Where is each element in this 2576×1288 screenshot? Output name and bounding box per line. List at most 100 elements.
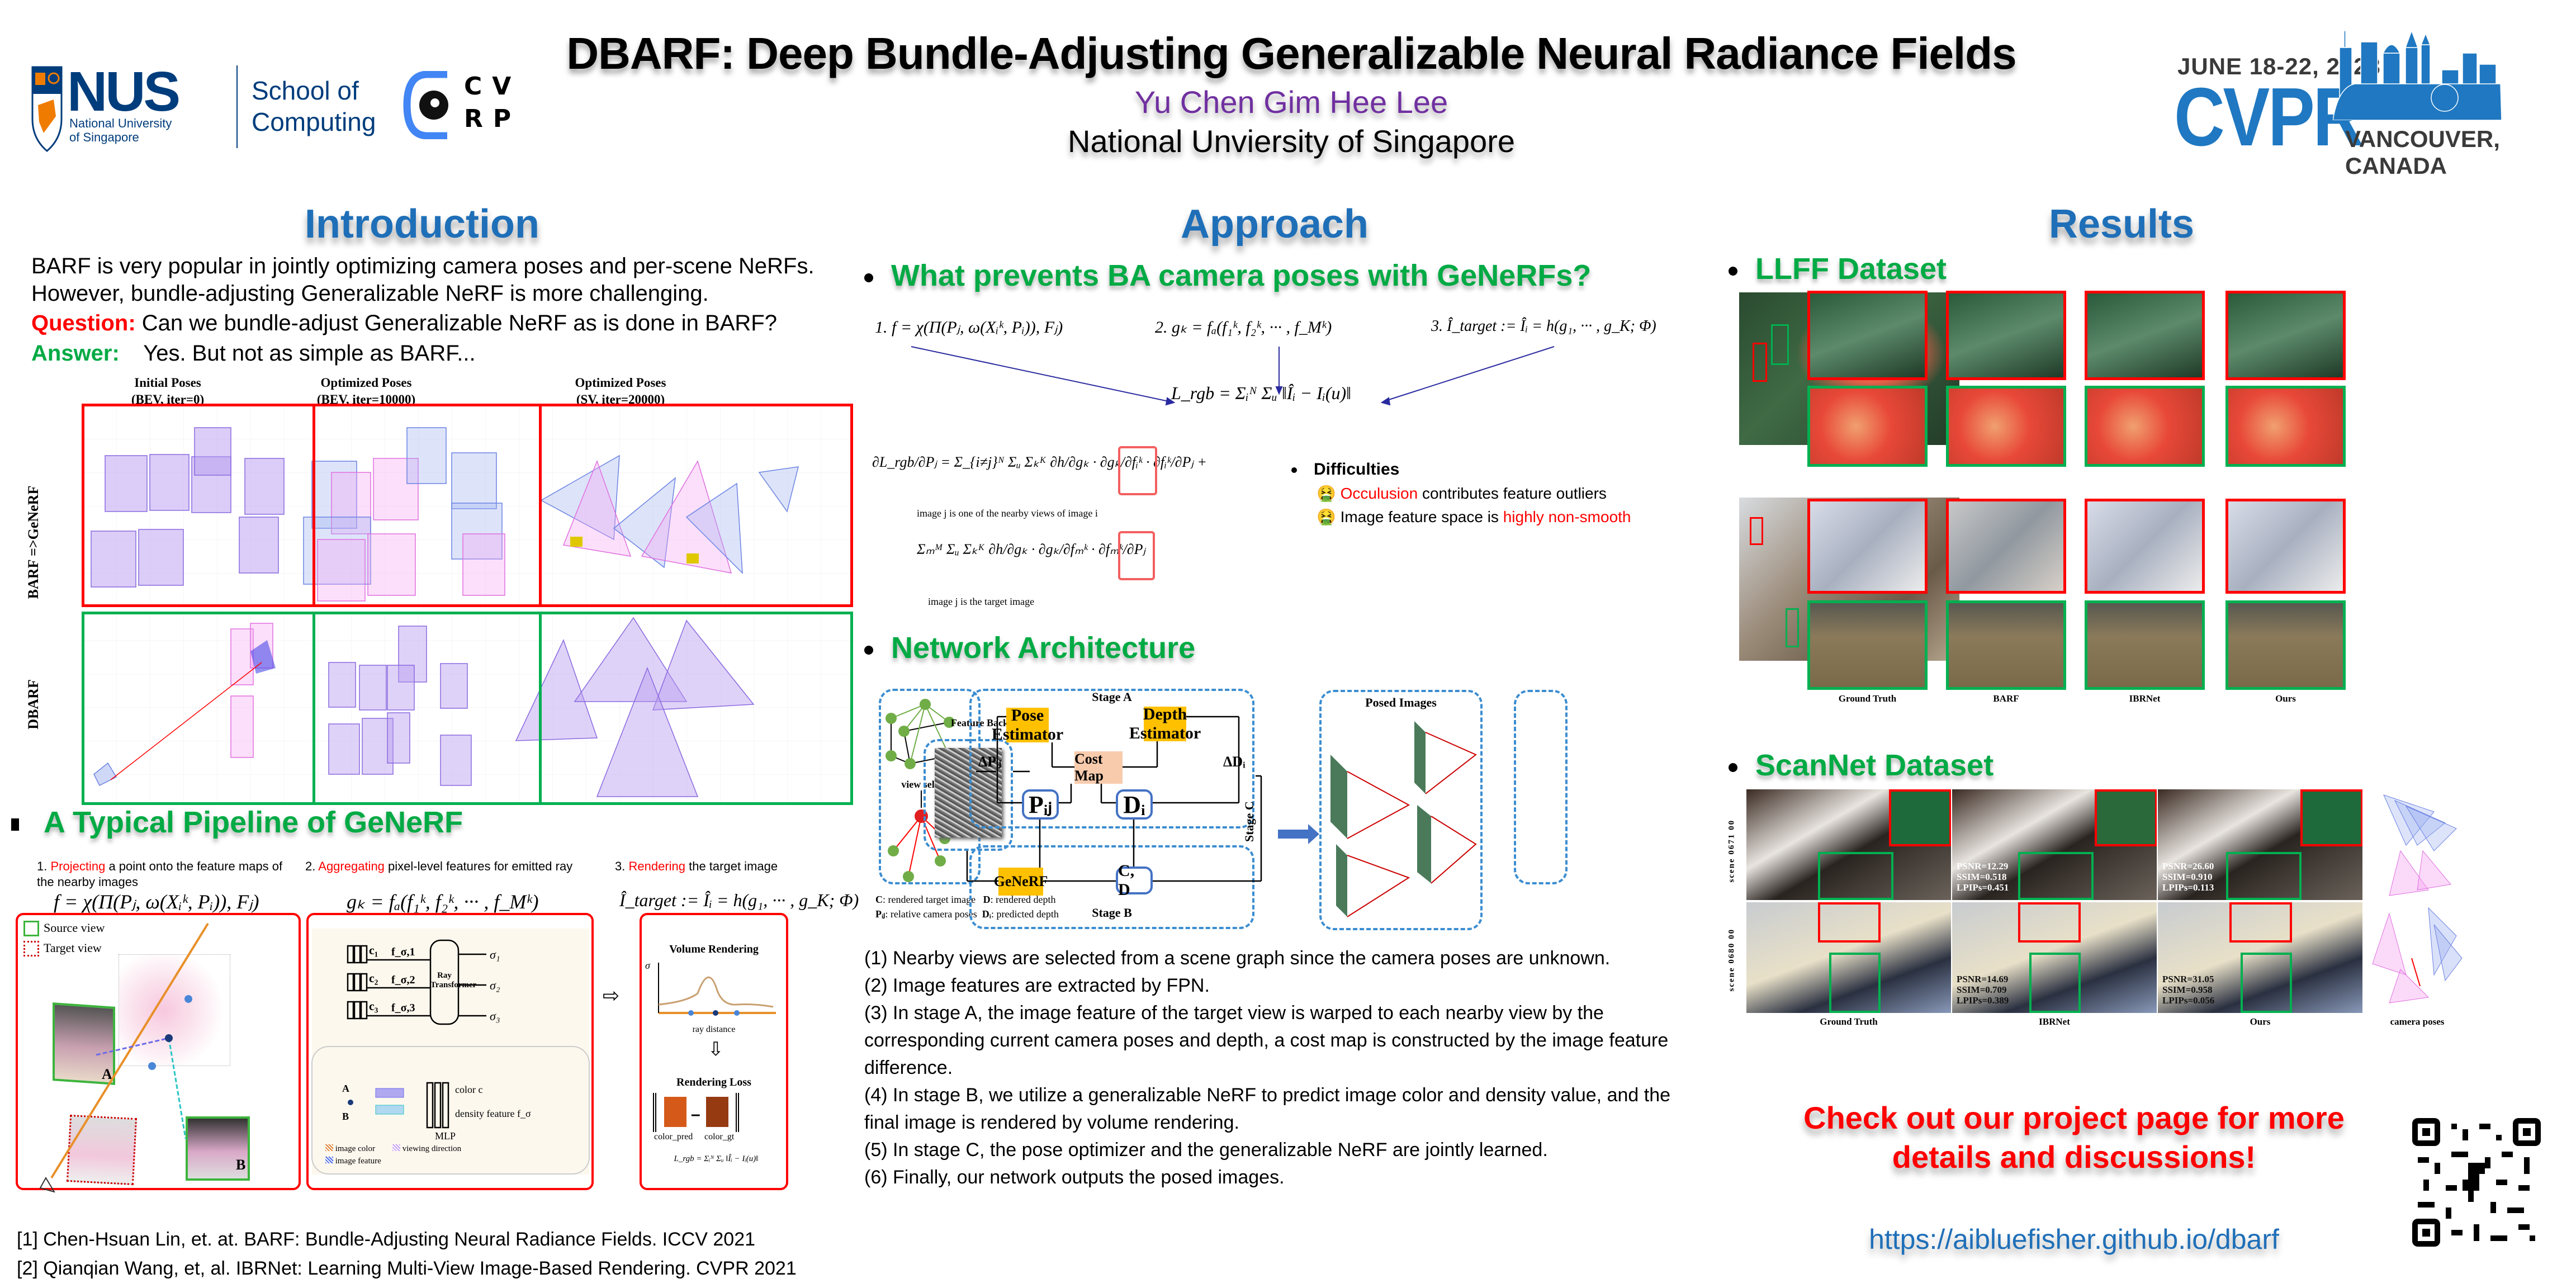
answer-label: Answer: [31,341,120,366]
view-label-a: A [102,1066,112,1082]
p-ij-node: Pᵢⱼ [1022,789,1059,820]
stage-c-output-arrow [1278,824,1319,844]
output-c2: c₂ [369,971,378,985]
square-bullet-icon [11,818,19,831]
generf-node: GeNeRF [994,868,1048,896]
nus-logo: NUS National University of Singapore Sch… [31,60,395,154]
results-title: Results [2048,202,2195,247]
ray-lines [39,922,209,1192]
pipeline-step-2: 2. Aggregating pixel-level features for … [305,859,573,873]
arch-title: Network Architecture [864,631,1195,665]
camera-poses-0671 [2383,794,2457,896]
llff-col-ground-truth: Ground Truth [1838,693,1897,704]
aggregation-diagram [311,939,590,1175]
density-curve-plot [658,963,776,1016]
project-url-link[interactable]: https://aibluefisher.github.io/dbarf [1869,1224,2279,1255]
qr-code-icon[interactable] [2412,1118,2541,1247]
reference-1: [1] Chen-Hsuan Lin, et. at. BARF: Bundle… [17,1229,756,1250]
legend-image-color: image color [325,1144,375,1154]
sick-face-icon: 🤮 [1317,508,1336,525]
nus-line1: National University [69,116,172,130]
sigma-2: σ₂ [490,978,500,992]
stage-a-box [969,689,1254,828]
pipeline-step-3: 3. Rendering the target image [615,859,778,873]
sick-face-icon: 🤮 [1317,485,1336,502]
color-gt-swatch [706,1097,728,1127]
axis-sigma-label: σ [645,960,650,971]
cost-map: Cost Map [1074,751,1123,784]
arch-legend: C: rendered target image D: rendered dep… [875,894,1059,920]
stage-b-box [969,845,1254,929]
camera-poses-0680 [2372,907,2463,1003]
cvpr-wordmark: CVPR [2174,71,2364,163]
school-line2: Computing [252,107,376,136]
cvrp-letter-r: R [464,105,493,133]
vancouver-skyline-icon [2333,31,2502,120]
nus-crest-icon [31,66,63,152]
approach-formula-1: 1. f = χ(Π(Pⱼ, ω(Xᵢᵏ, Pᵢ)), Fⱼ) [875,318,1063,337]
question-label: Question: [31,311,136,335]
difficulty-1: 🤮 Occulusion contributes feature outlier… [1317,485,1607,502]
cvpr-logo: JUNE 18-22, 2023 CVPR VANCOUVER, CANADA [2174,31,2558,179]
pipeline-formula-3: Î_target := Îᵢ = h(g₁, ··· , g_K; Φ) [619,890,859,910]
question-text: Can we bundle-adjust Generalizable NeRF … [141,311,777,335]
logo-divider [236,65,238,148]
bullet-icon [864,645,873,655]
mlp-label: MLP [435,1130,456,1142]
poster-title: DBARF: Deep Bundle-Adjusting Generalizab… [566,29,2016,78]
inset-label-b: B [342,1111,349,1122]
barf-generf-row-frame [82,404,853,607]
volume-rendering-title: Volume Rendering [669,943,759,955]
ray-transformer-label: Ray Transformer [430,971,477,989]
intro-title: Introduction [305,202,539,247]
step-4: (4) In stage B, we utilize a generalizab… [864,1085,1671,1133]
highlight-box-1 [1118,446,1157,495]
stage-a-label: Stage A [1092,690,1132,704]
llff-col-barf: BARF [1993,693,2019,704]
stage-b-label: Stage B [1092,906,1132,920]
sigma-1: σ₁ [490,948,500,962]
source-view-b [186,1116,250,1181]
scannet-col-ours: Ours [2250,1016,2271,1027]
scene-label-0671: scene 0671 00 [1727,819,1736,883]
down-arrow-icon: ⇩ [708,1039,724,1060]
row-label-barf-generf: BARF =>GeNeRF [25,485,41,599]
pose-plots [83,405,854,803]
arch-arrows [966,716,1319,882]
d-i-node: Dᵢ [1116,789,1153,820]
formula-arrows [911,346,1555,406]
feature-maps-image [935,748,1002,837]
nus-line2: of Singapore [69,130,139,144]
posed-images-box-placeholder [1514,690,1568,884]
project-page-callout: Check out our project page for more deta… [1803,1100,2345,1175]
difficulty-2: 🤮 Image feature space is highly non-smoo… [1317,508,1631,525]
col-header-initial: Initial Poses(BEV, iter=0) [131,376,205,406]
step-5: (5) In stage C, the pose optimizer and t… [864,1139,1548,1161]
legend-source-view: Source view [44,921,105,935]
row-label-dbarf: DBARF [25,679,41,730]
llff-col-ours: Ours [2275,693,2296,704]
school-line1: School of [252,76,359,105]
camera-eye-icon [39,1177,55,1192]
gradient-note-1: image j is one of the nearby views of im… [917,508,1098,519]
bullet-icon [1729,266,1737,276]
color-gt-label: color_gt [704,1132,735,1142]
delta-d-label: ΔDᵢ [1223,754,1246,770]
approach-title: Approach [1180,202,1369,247]
loss-formula: L_rgb = Σᵢᴺ Σᵤ ‖Îᵢ − Iᵢ(u)‖ [674,1154,759,1163]
dbarf-bev-cameras [328,626,472,786]
scannet-title: ScanNet Dataset [1729,748,1993,783]
pipeline-formula-1: f = χ(Π(Pⱼ, ω(Xᵢᵏ, Pᵢ)), Fⱼ) [54,891,259,913]
cvpr-location: VANCOUVER, CANADA [2345,126,2500,179]
dbarf-sv-cameras [515,617,755,797]
posed-images-label: Posed Images [1365,695,1437,709]
bullet-icon [864,273,873,282]
step-6: (6) Finally, our network outputs the pos… [864,1167,1285,1188]
scene-volume [119,954,230,1066]
density-output: density feature f_σ [455,1108,531,1119]
